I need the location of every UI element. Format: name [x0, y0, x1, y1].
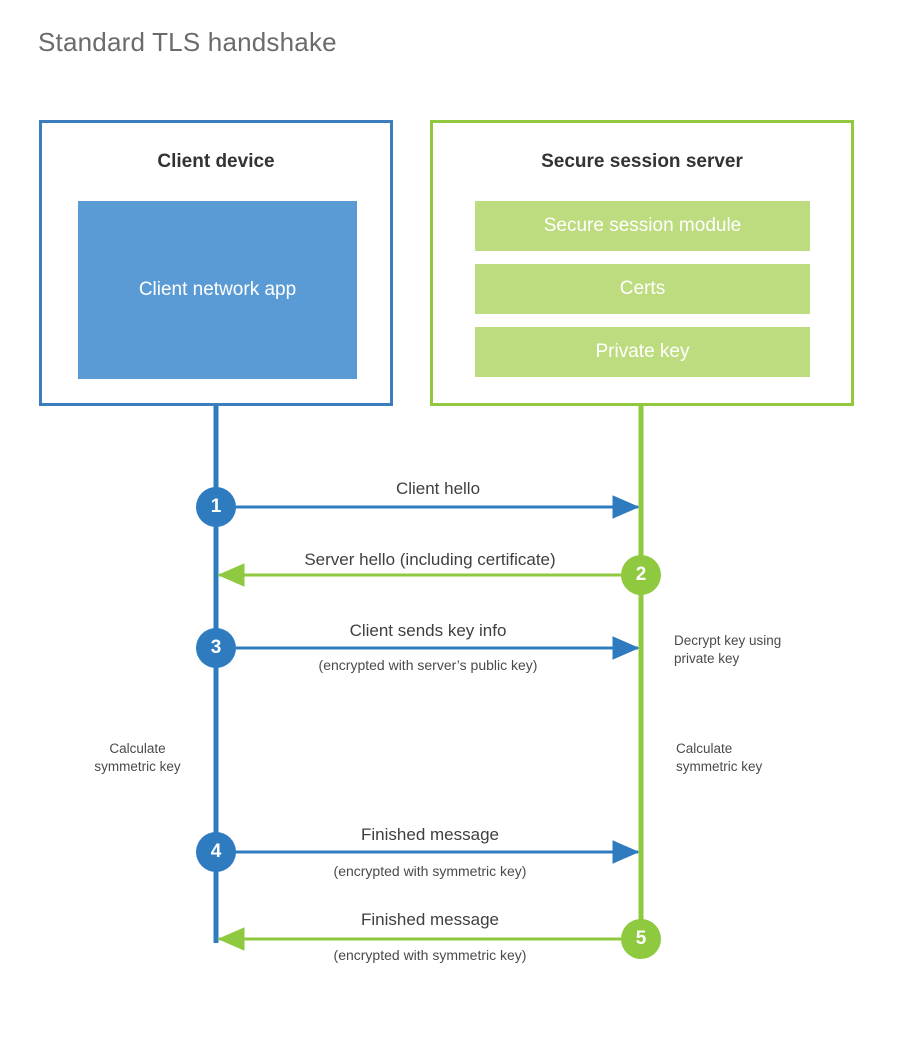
step-marker-5[interactable]: 5 [621, 919, 661, 959]
message-label-step-1: Client hello [395, 479, 481, 498]
client-network-app-block: Client network app [78, 201, 357, 379]
step-marker-4[interactable]: 4 [196, 832, 236, 872]
message-sublabel-step-5: (encrypted with symmetric key) [333, 947, 527, 963]
annotation-server-calculate-symmetric-key: Calculate symmetric key [676, 741, 763, 774]
step-marker-3[interactable]: 3 [196, 628, 236, 668]
message-label-step-3: Client sends key info [349, 621, 507, 640]
server-block-certs: Certs [475, 264, 810, 314]
secure-session-server-title: Secure session server [541, 151, 743, 172]
secure-session-server-panel: Secure session server Secure session mod… [430, 120, 854, 406]
message-sublabel-step-3: (encrypted with server’s public key) [318, 657, 538, 673]
server-block-private-key: Private key [475, 327, 810, 377]
step-marker-1[interactable]: 1 [196, 487, 236, 527]
step-marker-2[interactable]: 2 [621, 555, 661, 595]
annotation-decrypt-key: Decrypt key using private key [674, 633, 782, 666]
annotation-client-calculate-symmetric-key: Calculate symmetric key [94, 741, 181, 774]
message-label-step-2: Server hello (including certificate) [304, 550, 556, 569]
message-label-step-5: Finished message [361, 910, 499, 929]
client-device-panel: Client device Client network app [39, 120, 393, 406]
server-block-secure-session-module: Secure session module [475, 201, 810, 251]
page-title: Standard TLS handshake [38, 27, 337, 57]
message-label-step-4: Finished message [361, 825, 499, 844]
message-sublabel-step-4: (encrypted with symmetric key) [333, 863, 527, 879]
client-device-title: Client device [157, 151, 275, 172]
